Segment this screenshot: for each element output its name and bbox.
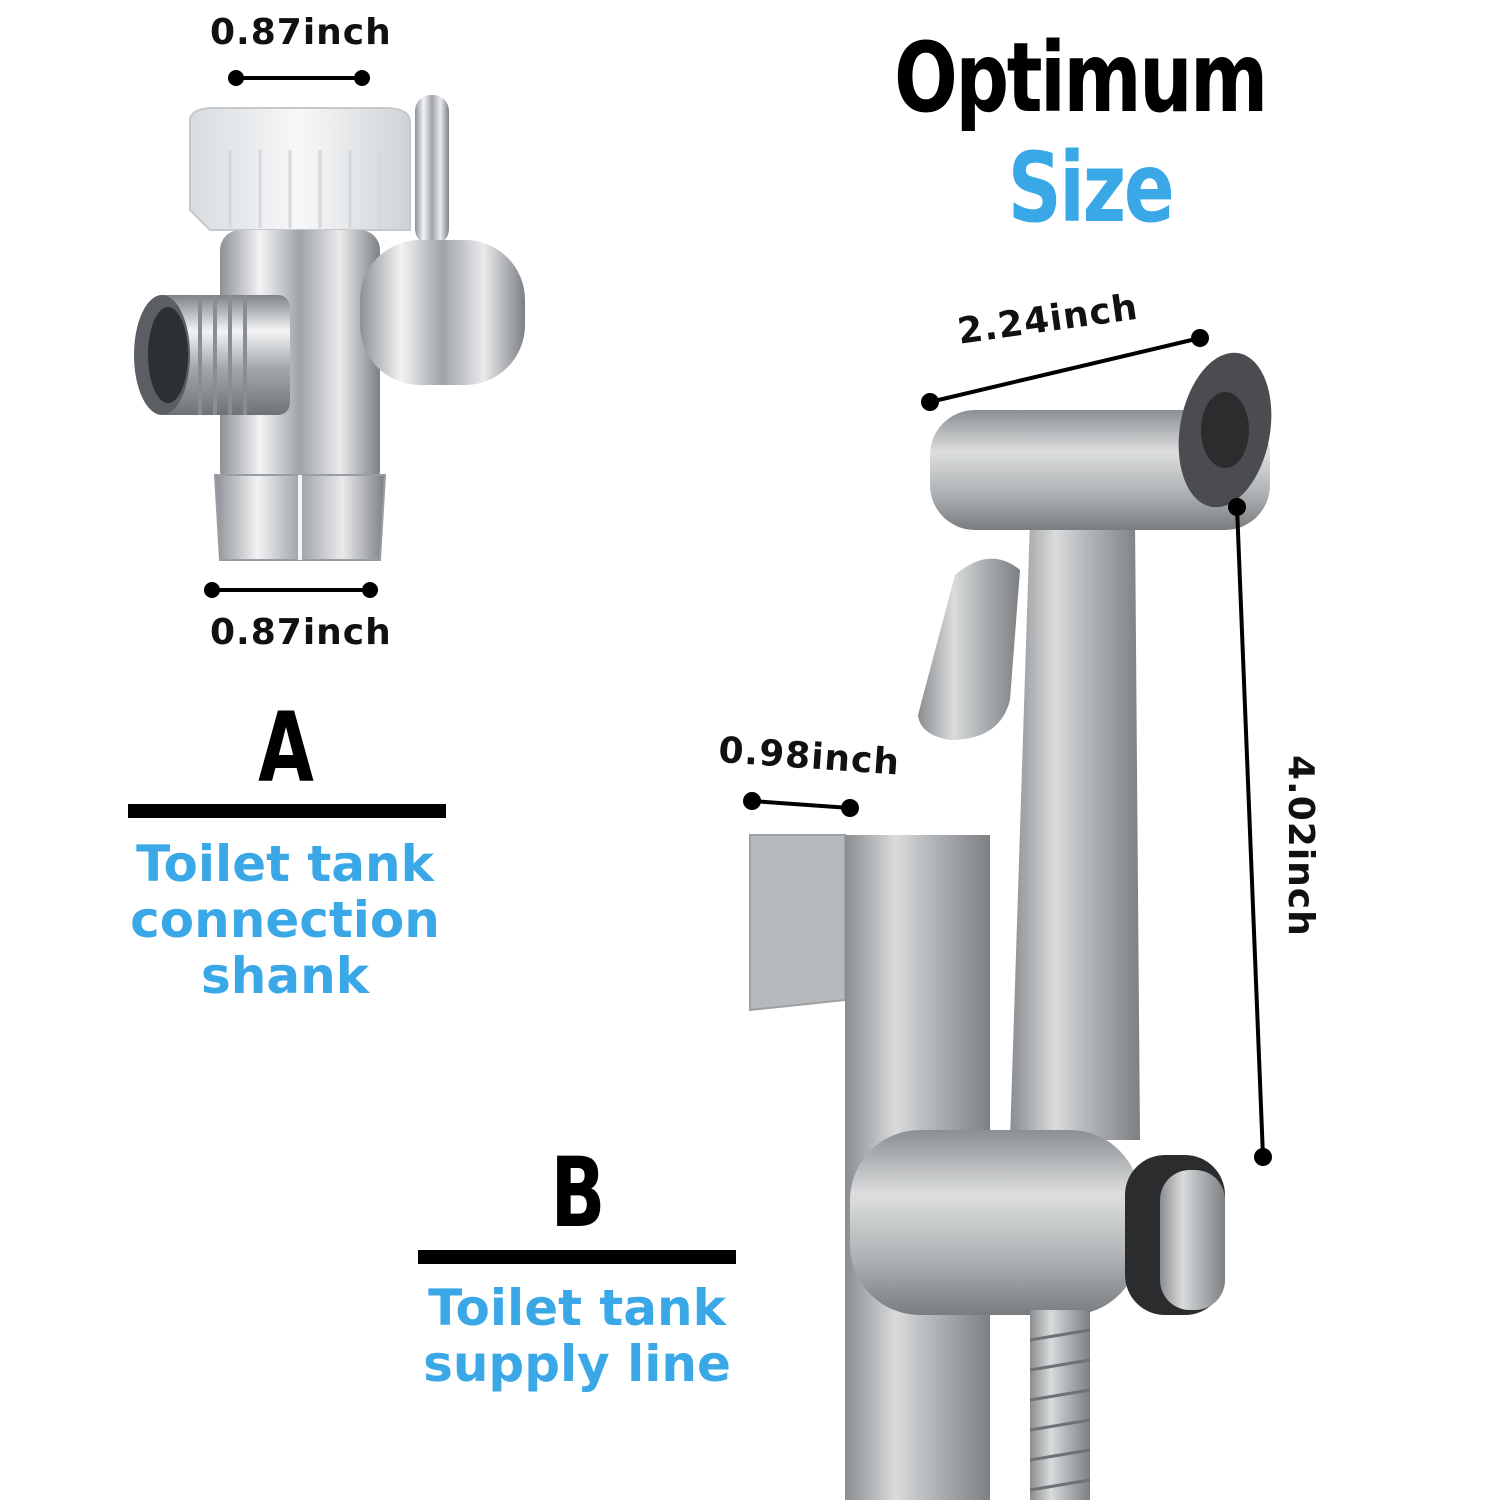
caption-line: Toilet tank <box>428 1279 726 1337</box>
heading-size: Size <box>1007 132 1175 244</box>
label-b: B <box>550 1137 606 1249</box>
bidet-sprayer-image <box>749 352 1272 1500</box>
valve-bottom-dimension-line <box>204 582 378 598</box>
sprayer-head-dimension-line <box>921 329 1209 411</box>
label-a-caption: Toilet tank connection shank <box>110 836 460 1004</box>
label-b-rule <box>418 1250 736 1264</box>
holder-dimension-line <box>743 792 859 817</box>
valve-bottom-dimension-label: 0.87inch <box>210 612 392 653</box>
sprayer-height-dimension-line <box>1228 498 1272 1166</box>
label-b-caption: Toilet tank supply line <box>402 1280 752 1392</box>
caption-line: supply line <box>423 1335 731 1393</box>
label-a: A <box>258 692 314 804</box>
caption-line: shank <box>201 947 369 1005</box>
label-a-rule <box>128 804 446 818</box>
sprayer-height-dimension-label: 4.02inch <box>1280 755 1321 937</box>
tee-valve-image <box>134 95 525 561</box>
valve-top-dimension-line <box>228 70 370 86</box>
caption-line: Toilet tank <box>136 835 434 893</box>
caption-line: connection <box>130 891 440 949</box>
heading-optimum: Optimum <box>894 22 1268 134</box>
valve-top-dimension-label: 0.87inch <box>210 12 392 53</box>
